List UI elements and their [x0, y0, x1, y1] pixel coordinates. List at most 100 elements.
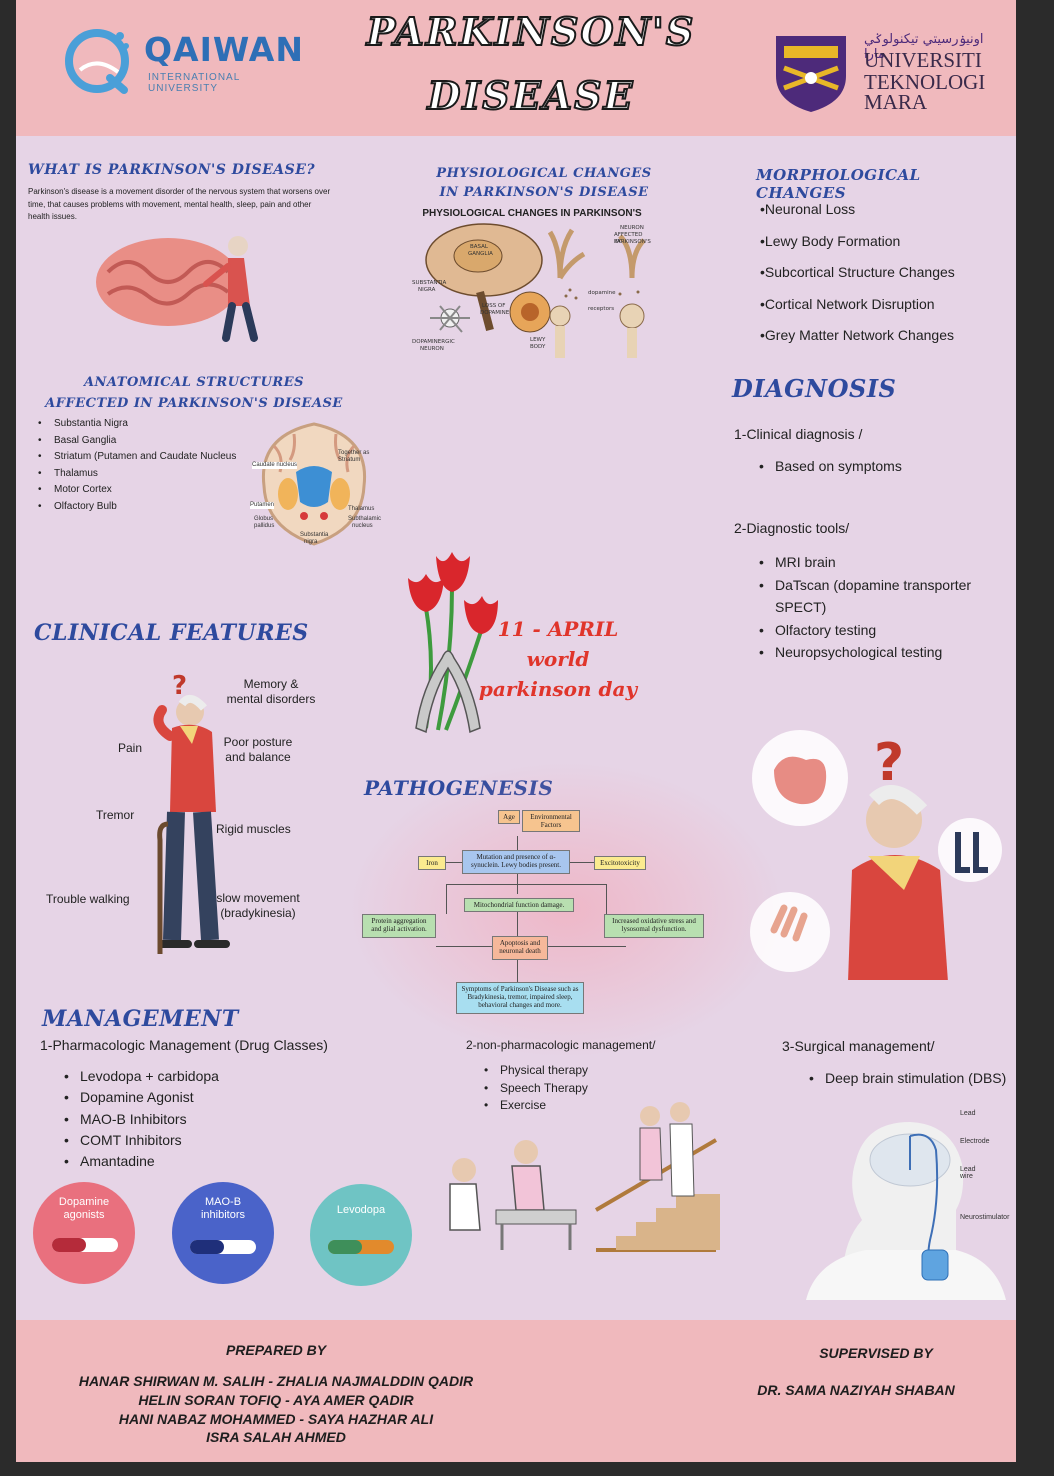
prepared-by-names: HANAR SHIRWAN M. SALIH - ZHALIA NAJMALDD… [78, 1373, 474, 1446]
surgical-title: 3-Surgical management/ [782, 1038, 935, 1054]
poster: QAIWAN INTERNATIONAL UNIVERSITY PARKINSO… [16, 0, 1016, 1462]
uitm-line-3: MARA [864, 90, 928, 114]
footer-band [16, 1320, 1016, 1462]
label-loss-dopamine: DOPAMINE [480, 310, 510, 316]
prepared-by-title: PREPARED BY [225, 1342, 327, 1358]
what-is-heading: WHAT IS PARKINSON'S DISEASE? [28, 162, 316, 178]
label-dopamine: dopamine [588, 290, 616, 296]
label-neuron-affected-3: PARKINSON'S [614, 239, 651, 245]
clinical-diagnosis-title: 1-Clinical diagnosis / [734, 426, 863, 442]
fc-symptoms: Symptoms of Parkinson's Disease such as … [456, 982, 584, 1014]
qaiwan-name: QAIWAN [144, 30, 304, 69]
world-day-text: 11 - APRIL world parkinson day [478, 614, 638, 704]
clinical-features-heading: CLINICAL FEATURES [34, 620, 309, 646]
physiological-heading-line-1: PHYSIOLOGICAL CHANGES [436, 166, 652, 181]
morphological-list: •Neuronal Loss •Lewy Body Formation •Sub… [760, 194, 955, 352]
list-item: Thalamus [38, 466, 236, 483]
label-basal: BASAL [470, 244, 488, 250]
list-item: Neuropsychological testing [759, 641, 1016, 664]
list-item: COMT Inhibitors [64, 1130, 219, 1152]
list-item: Amantadine [64, 1151, 219, 1173]
label-dopaminergic: DOPAMINERGIC [412, 339, 455, 345]
label-lewy: LEWY [530, 337, 546, 343]
label-putamen: Putamen [250, 502, 275, 509]
list-item: Dopamine Agonist [64, 1087, 219, 1109]
cf-posture: Poor posture and balance [223, 735, 293, 764]
nonpharma-list: Physical therapy Speech Therapy Exercise [484, 1062, 588, 1115]
pill-levodopa-circle [310, 1184, 412, 1286]
tulip-ribbon-icon [408, 552, 498, 734]
capsule-icon [190, 1240, 256, 1254]
cf-memory: Memory & mental disorders [226, 677, 316, 706]
title-line-2: DISEASE [426, 72, 635, 119]
cf-slow: slow movement (bradykinesia) [216, 891, 300, 920]
pill-maob-circle [172, 1182, 274, 1284]
world-day-world: world [526, 647, 590, 671]
management-heading: MANAGEMENT [42, 1006, 239, 1032]
nonpharma-title: 2-non-pharmacologic management/ [466, 1038, 656, 1052]
list-item: Olfactory Bulb [38, 499, 236, 516]
physiological-heading: PHYSIOLOGICAL CHANGES IN PARKINSON'S DIS… [424, 164, 664, 202]
fc-apoptosis: Apoptosis and neuronal death [492, 936, 548, 960]
what-is-text: Parkinson's disease is a movement disord… [28, 187, 331, 221]
label-substantia: SUBSTANTIA [412, 280, 447, 286]
anatomical-list: Substantia Nigra Basal Ganglia Striatum … [38, 416, 236, 516]
list-item: DaTscan (dopamine transporter SPECT) [759, 574, 1016, 619]
list-item: •Cortical Network Disruption [760, 295, 935, 312]
label-subthalamic-1: Subthalamic [348, 516, 382, 522]
confused-elder-illustration: ? [750, 730, 1002, 980]
label-substantia-2: nigra [304, 539, 318, 545]
world-day-name: parkinson day [478, 677, 638, 701]
label-lead-wire: Lead wire [960, 1166, 976, 1180]
uitm-crest-icon [776, 36, 846, 112]
fc-oxidative: Increased oxidative stress and lysosomal… [604, 914, 704, 938]
label-globus-2: pallidus [254, 523, 275, 529]
list-item: •Lewy Body Formation [760, 232, 901, 249]
morphological-heading: MORPHOLOGICAL CHANGES [756, 166, 921, 202]
surgical-list: Deep brain stimulation (DBS) [809, 1070, 1006, 1086]
list-item: •Subcortical Structure Changes [760, 264, 955, 281]
title-line-1: PARKINSON'S [366, 8, 696, 55]
physical-therapy-illustration [449, 1102, 720, 1252]
capsule-icon [328, 1240, 394, 1254]
label-globus-1: Globus [254, 516, 274, 522]
list-item: Speech Therapy [484, 1080, 588, 1098]
list-item: Deep brain stimulation (DBS) [809, 1070, 1006, 1086]
list-item: •Neuronal Loss [760, 201, 856, 217]
svg-text:?: ? [172, 671, 187, 701]
pill-levodopa-label: Levodopa [336, 1204, 386, 1216]
cf-tremor: Tremor [96, 808, 135, 822]
label-electrode: Electrode [960, 1138, 990, 1145]
list-item: Olfactory testing [759, 619, 1016, 642]
label-neuron-affected-1: NEURON [620, 225, 644, 231]
label-neuron: NEURON [420, 346, 444, 352]
physiological-figure-title: PHYSIOLOGICAL CHANGES IN PARKINSON'S [422, 208, 642, 219]
uitm-script: اونيۏرسيتي تيكنولوݢي مارا [864, 32, 984, 62]
fc-iron: Iron [418, 856, 446, 870]
dbs-illustration [806, 1122, 1006, 1300]
pathogenesis-flowchart: Age Environmental Factors Iron Mutation … [356, 806, 716, 1018]
list-item: Exercise [484, 1097, 588, 1115]
diagnostic-tools-title: 2-Diagnostic tools/ [734, 520, 850, 536]
list-item: Motor Cortex [38, 482, 236, 499]
label-substantia-1: Substantia [300, 532, 329, 538]
physiological-heading-line-2: IN PARKINSON'S DISEASE [439, 185, 649, 200]
supervisor-name: DR. SAMA NAZIYAH SHABAN [757, 1382, 955, 1398]
diagnostic-tools-list: MRI brain DaTscan (dopamine transporter … [759, 551, 1016, 664]
fc-environmental: Environmental Factors [522, 810, 580, 832]
uitm-line-1: UNIVERSITI [864, 48, 982, 72]
list-item: Striatum (Putamen and Caudate Nucleus [38, 449, 236, 466]
label-together-1: Together as [338, 450, 370, 456]
brain-elder-illustration [96, 236, 258, 342]
list-item: MAO-B Inhibitors [64, 1109, 219, 1131]
qaiwan-subtitle: INTERNATIONAL UNIVERSITY [148, 72, 240, 94]
list-item: Substantia Nigra [38, 416, 236, 433]
svg-text:?: ? [874, 733, 904, 793]
cf-trouble: Trouble walking [46, 892, 130, 906]
uitm-line-2: TEKNOLOGI [864, 70, 986, 94]
cf-rigid: Rigid muscles [216, 822, 291, 836]
list-item: Levodopa + carbidopa [64, 1066, 219, 1088]
uitm-logo: اونيۏرسيتي تيكنولوݢي مارا UNIVERSITI TEK… [770, 32, 1006, 114]
fc-mutation: Mutation and presence of α-synuclein. Le… [462, 850, 570, 874]
qaiwan-emblem-icon [65, 29, 129, 94]
